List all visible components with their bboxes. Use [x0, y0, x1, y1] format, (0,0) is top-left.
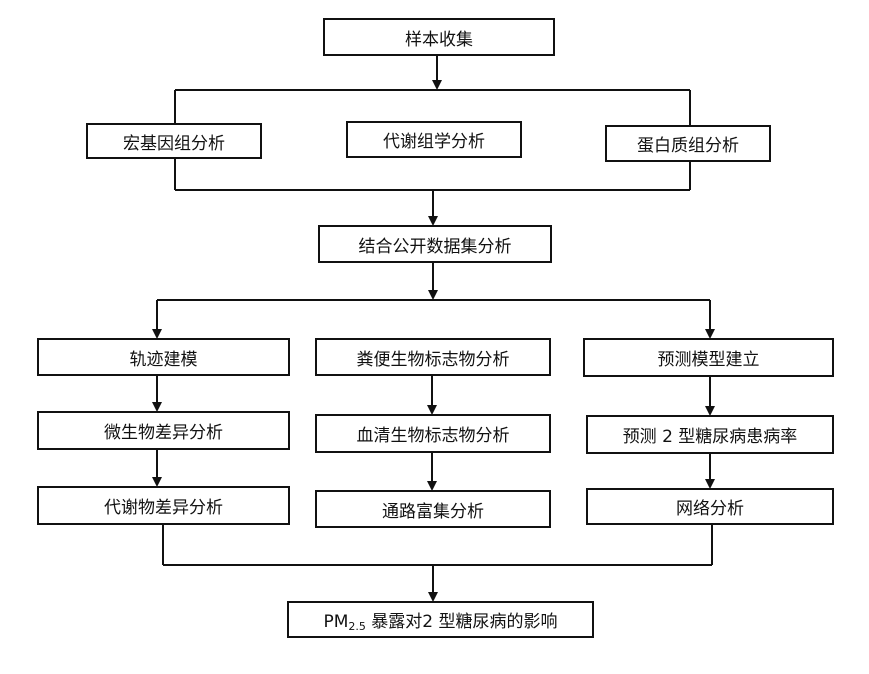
- node-metagenome: 宏基因组分析: [86, 123, 262, 159]
- node-label: 预测 2 型糖尿病患病率: [622, 427, 798, 447]
- node-label: 代谢物差异分析: [104, 498, 223, 518]
- node-label-suffix: 暴露对2 型糖尿病的影响: [365, 611, 558, 632]
- node-predict-t2d: 预测 2 型糖尿病患病率: [586, 415, 834, 454]
- node-label: 样本收集: [405, 29, 473, 50]
- node-label-subscript: 2.5: [348, 619, 366, 633]
- node-label-prefix: PM: [323, 611, 349, 632]
- node-label: 结合公开数据集分析: [358, 236, 512, 257]
- node-label: 网络分析: [676, 499, 744, 519]
- node-public-dataset: 结合公开数据集分析: [318, 225, 552, 263]
- node-pathway-enrichment: 通路富集分析: [315, 490, 551, 528]
- node-label: 蛋白质组分析: [637, 136, 739, 156]
- node-label: 宏基因组分析: [123, 133, 225, 154]
- node-label: 微生物差异分析: [104, 423, 223, 443]
- node-label: 粪便生物标志物分析: [356, 349, 510, 370]
- node-metabolite-diff: 代谢物差异分析: [37, 486, 290, 525]
- node-metabolome: 代谢组学分析: [346, 121, 522, 158]
- node-proteome: 蛋白质组分析: [605, 125, 771, 162]
- node-microbe-diff: 微生物差异分析: [37, 411, 290, 450]
- node-trajectory-modeling: 轨迹建模: [37, 338, 290, 376]
- node-sample-collection: 样本收集: [323, 18, 555, 56]
- node-final-outcome: PM2.5 暴露对2 型糖尿病的影响: [287, 601, 594, 638]
- node-label: 通路富集分析: [382, 501, 484, 522]
- node-label: 预测模型建立: [657, 350, 760, 370]
- node-label: 血清生物标志物分析: [356, 426, 510, 446]
- node-prediction-model: 预测模型建立: [583, 338, 834, 377]
- node-network-analysis: 网络分析: [586, 488, 834, 525]
- node-label: PM2.5 暴露对2 型糖尿病的影响: [323, 607, 557, 633]
- node-fecal-biomarkers: 粪便生物标志物分析: [315, 338, 551, 376]
- node-label: 轨迹建模: [129, 349, 198, 370]
- node-label: 代谢组学分析: [383, 132, 485, 152]
- node-serum-biomarkers: 血清生物标志物分析: [315, 414, 551, 453]
